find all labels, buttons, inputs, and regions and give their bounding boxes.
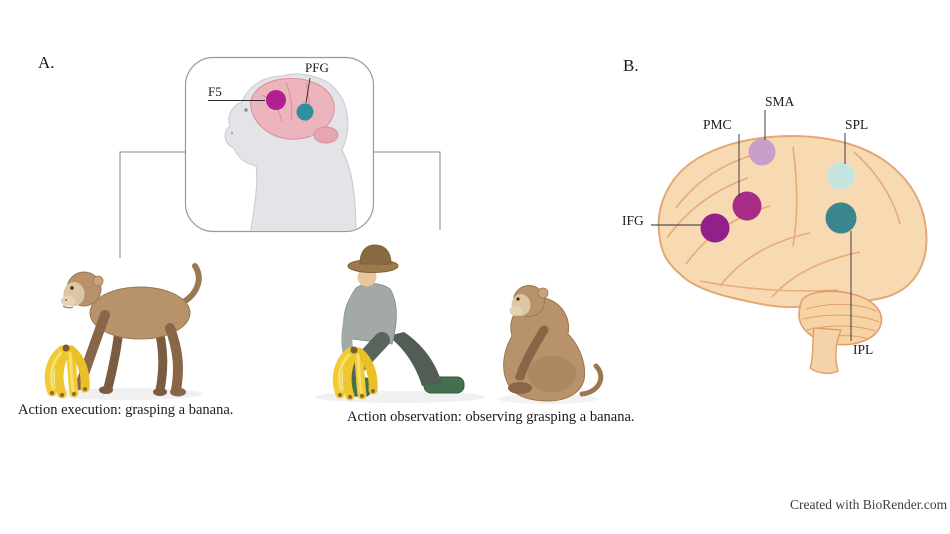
monkey-near-hind-leg [165,323,183,395]
f5-marker [266,90,286,110]
connector-line-right [373,151,441,230]
bananas-icon [49,345,87,398]
macaque-walking-illustration [61,263,202,397]
ipl-label: IPL [853,342,874,357]
back-leg [388,332,442,386]
monkey-cerebellum [313,126,339,144]
caption-action-observation: Action observation: observing grasping a… [347,409,635,425]
panel-a-label: A. [38,53,55,72]
monkey-eye [244,108,248,112]
macaque-sitting-illustration [503,285,604,402]
cerebrum-gyri [666,146,901,298]
spl-label: SPL [845,117,869,132]
hat-crown [359,244,392,265]
panel-b-label: B. [623,56,639,75]
monkey-near-foot [170,387,186,397]
sma-marker [748,138,776,166]
monkey-far-foot [153,388,167,396]
monkey-head [61,271,104,309]
pfg-leader-line [305,77,311,104]
pfg-marker [296,103,314,121]
biorender-credit: Created with BioRender.com [790,497,948,512]
cerebrum [657,135,928,309]
pmc-marker [732,191,762,221]
ipl-marker [825,202,857,234]
spl-marker [827,162,855,190]
brainstem [809,327,843,375]
pmc-label: PMC [703,117,732,132]
monkey-tail [177,263,202,307]
f5-label: F5 [208,84,222,99]
monkey-nostril [230,131,234,135]
monkey-body [89,286,191,340]
monkey-arm [516,325,549,379]
ifg-label: IFG [622,213,644,228]
monkey-hand [515,373,525,381]
caption-action-execution: Action execution: grasping a banana. [18,402,234,418]
sma-label: SMA [765,94,795,109]
connector-line-left [119,151,185,258]
monkey-far-hand [99,386,113,394]
human-brain-illustration [657,135,928,375]
monkey-foot [508,382,532,394]
pfg-label: PFG [305,60,329,75]
monkey-tail [579,363,604,397]
monkey-head [509,285,549,317]
ifg-marker [700,213,730,243]
monkey-haunch [528,356,576,392]
